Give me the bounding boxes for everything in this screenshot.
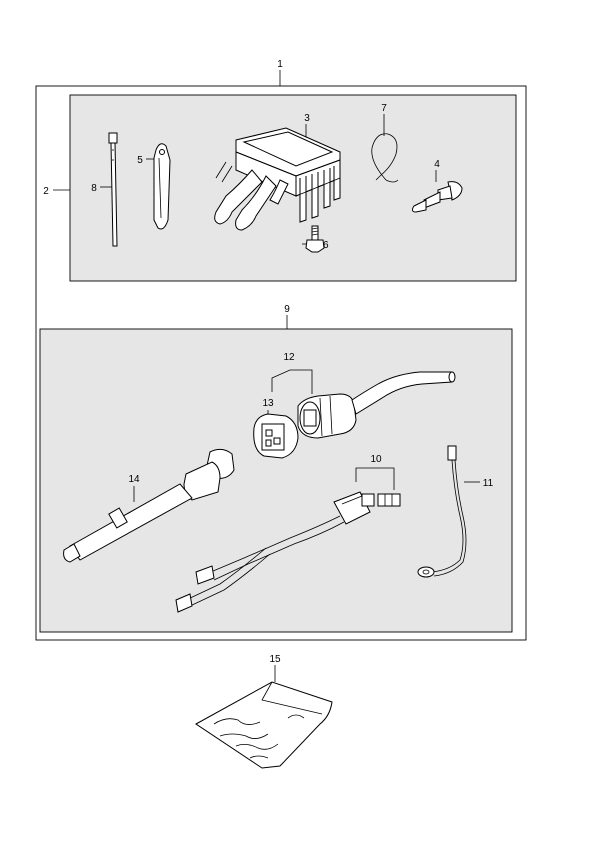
assembly-1-frame <box>35 85 527 641</box>
callout-11: 11 <box>483 478 494 489</box>
harness-part-10 <box>175 491 401 613</box>
callout-8: 8 <box>91 183 97 194</box>
clip-part-5 <box>153 143 171 230</box>
quick-pin-part-4 <box>411 181 463 213</box>
callout-3: 3 <box>304 113 310 124</box>
callout-9: 9 <box>284 304 290 315</box>
bolt-part-6 <box>305 225 325 253</box>
callout-15: 15 <box>269 654 281 665</box>
kit-2-frame <box>69 94 517 282</box>
callout-2: 2 <box>43 186 49 197</box>
callout-10: 10 <box>370 454 382 465</box>
callout-13: 13 <box>262 398 274 409</box>
rectifier-part-3 <box>214 127 341 231</box>
connector-part-12 <box>297 371 456 439</box>
callout-1: 1 <box>277 59 283 70</box>
callout-14: 14 <box>128 474 140 485</box>
callout-12: 12 <box>283 352 295 363</box>
connector-part-13 <box>253 413 299 459</box>
callout-7: 7 <box>381 103 387 114</box>
callout-5: 5 <box>137 155 143 166</box>
cable-part-14 <box>63 448 235 563</box>
ground-lead-part-11 <box>417 445 467 578</box>
hairpin-clip-part-7 <box>371 133 399 183</box>
callout-6: 6 <box>323 240 329 251</box>
label-bag-part-15 <box>195 681 333 769</box>
cable-tie-part-8 <box>108 132 118 247</box>
callout-4: 4 <box>434 159 440 170</box>
